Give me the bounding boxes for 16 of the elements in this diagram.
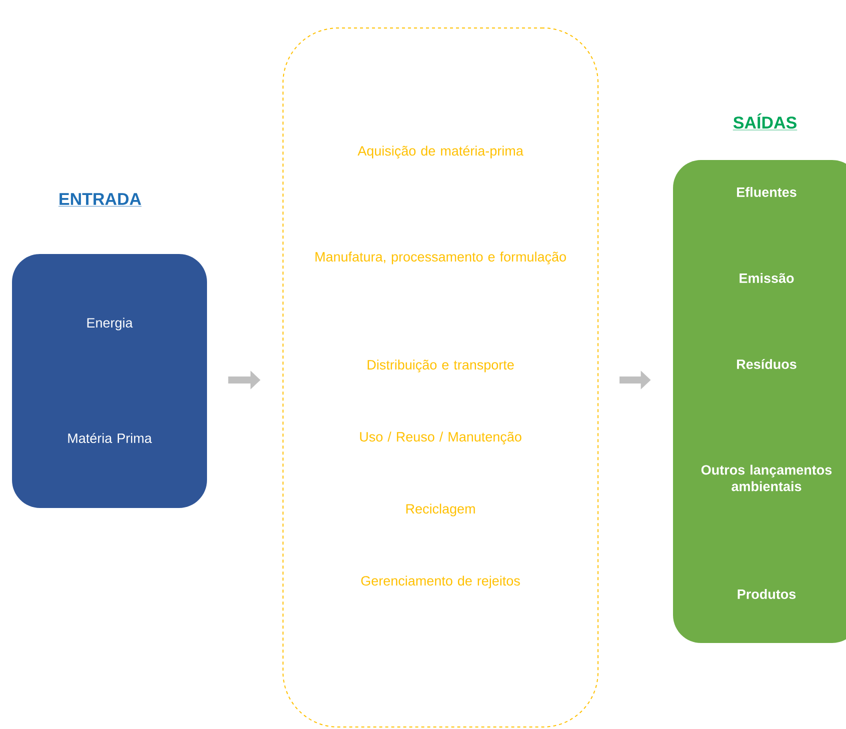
box-text: Distribuição e transporte [368, 360, 514, 372]
box-text: Gerenciamento de rejeitos [361, 576, 520, 588]
box-text: Efluentes [737, 187, 796, 197]
box-text: Reciclagem [406, 504, 475, 516]
box-text: Energia [87, 318, 133, 330]
heading: SAÍDAS [732, 113, 798, 130]
box-text: Emissão [740, 273, 794, 283]
box-text: Matéria Prima [68, 432, 152, 444]
box-text: Aquisição de matéria-prima [358, 146, 524, 158]
box-text: Manufatura, processamento e formulação [316, 252, 566, 264]
stage-box [282, 28, 598, 728]
box-text: Produtos [738, 589, 796, 599]
box-text: Uso / Reuso / Manutenção [360, 432, 522, 444]
box-text: Resíduos [737, 358, 796, 369]
heading: ENTRADA [58, 193, 142, 206]
box-text: Outros lançamentos ambientais [701, 464, 832, 492]
